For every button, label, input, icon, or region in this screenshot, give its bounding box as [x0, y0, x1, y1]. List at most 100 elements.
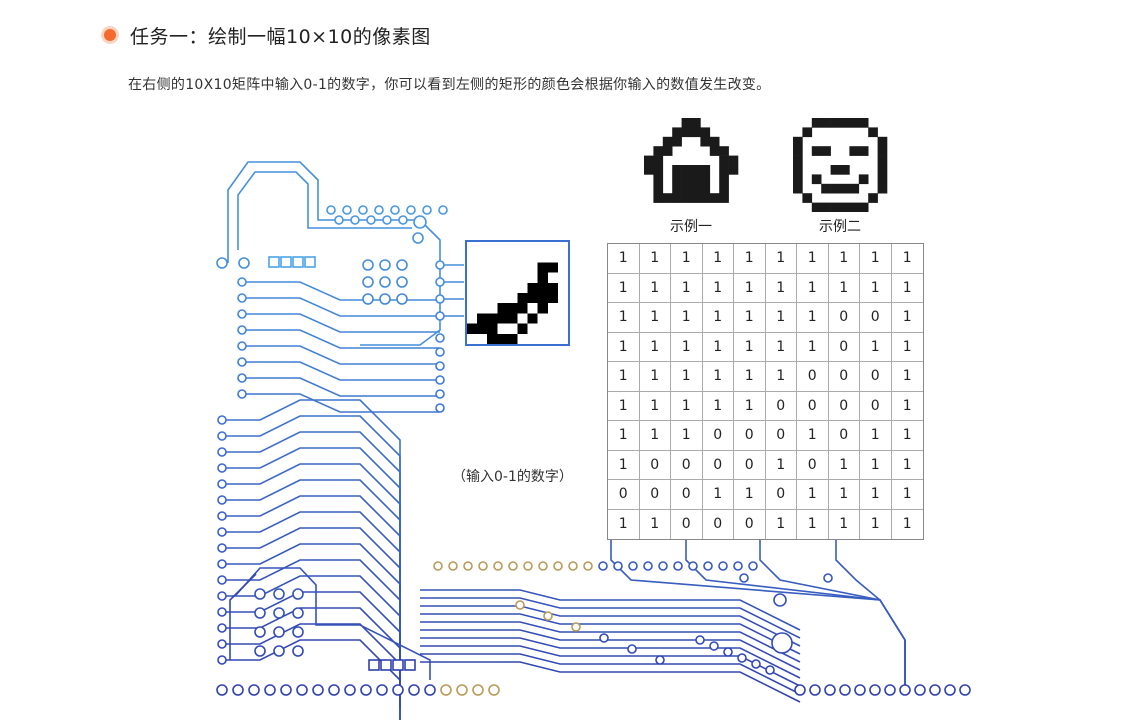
matrix-cell[interactable]: 1 — [608, 450, 640, 480]
matrix-cell[interactable]: 1 — [734, 244, 766, 274]
matrix-cell[interactable]: 0 — [734, 421, 766, 451]
matrix-cell[interactable]: 1 — [702, 332, 734, 362]
matrix-cell[interactable]: 1 — [671, 244, 703, 274]
matrix-cell[interactable]: 1 — [608, 244, 640, 274]
matrix-cell[interactable]: 1 — [671, 391, 703, 421]
matrix-cell[interactable]: 0 — [797, 450, 829, 480]
matrix-cell[interactable]: 1 — [765, 273, 797, 303]
matrix-cell[interactable]: 1 — [608, 391, 640, 421]
matrix-cell[interactable]: 0 — [860, 362, 892, 392]
matrix-cell[interactable]: 0 — [828, 362, 860, 392]
matrix-cell[interactable]: 1 — [765, 450, 797, 480]
matrix-cell[interactable]: 0 — [734, 509, 766, 539]
matrix-cell[interactable]: 0 — [608, 480, 640, 510]
matrix-cell[interactable]: 1 — [702, 303, 734, 333]
matrix-cell[interactable]: 1 — [860, 421, 892, 451]
matrix-cell[interactable]: 1 — [639, 421, 671, 451]
matrix-cell[interactable]: 1 — [734, 332, 766, 362]
matrix-cell[interactable]: 1 — [860, 450, 892, 480]
matrix-cell[interactable]: 0 — [765, 421, 797, 451]
matrix-cell[interactable]: 1 — [640, 509, 671, 539]
matrix-cell[interactable]: 1 — [702, 362, 734, 392]
matrix-cell[interactable]: 0 — [828, 421, 860, 451]
matrix-cell[interactable]: 1 — [734, 362, 766, 392]
matrix-cell[interactable]: 1 — [828, 450, 860, 480]
matrix-cell[interactable]: 0 — [797, 362, 829, 392]
matrix-cell[interactable]: 1 — [891, 451, 923, 480]
matrix-cell[interactable]: 1 — [608, 273, 640, 303]
matrix-cell[interactable]: 1 — [734, 391, 766, 421]
matrix-cell[interactable]: 0 — [639, 450, 671, 480]
matrix-cell[interactable]: 0 — [828, 332, 860, 362]
matrix-cell[interactable]: 1 — [891, 303, 923, 333]
matrix-cell[interactable]: 1 — [891, 421, 923, 451]
matrix-cell[interactable]: 1 — [765, 332, 797, 362]
matrix-cell[interactable]: 1 — [702, 480, 734, 510]
matrix-cell[interactable]: 1 — [639, 362, 671, 392]
matrix-cell[interactable]: 1 — [891, 333, 923, 362]
matrix-cell[interactable]: 1 — [639, 332, 671, 362]
matrix-cell[interactable]: 1 — [734, 480, 766, 510]
matrix-cell[interactable]: 1 — [639, 273, 671, 303]
matrix-cell[interactable]: 1 — [608, 332, 640, 362]
matrix-cell[interactable]: 1 — [891, 362, 923, 392]
matrix-cell[interactable]: 0 — [702, 421, 734, 451]
matrix-cell[interactable]: 0 — [828, 303, 860, 333]
matrix-cell[interactable]: 1 — [797, 273, 829, 303]
matrix-cell[interactable]: 1 — [608, 421, 640, 451]
matrix-cell[interactable]: 1 — [829, 509, 860, 539]
matrix-cell[interactable]: 1 — [902, 516, 912, 533]
matrix-cell[interactable]: 1 — [891, 244, 923, 274]
matrix-cell[interactable]: 1 — [765, 244, 797, 274]
matrix-cell[interactable]: 1 — [702, 273, 734, 303]
matrix-cell[interactable]: 1 — [891, 480, 923, 510]
matrix-cell[interactable]: 1 — [639, 244, 671, 274]
matrix-cell[interactable]: 1 — [734, 303, 766, 333]
matrix-cell[interactable]: 1 — [608, 509, 640, 539]
matrix-cell[interactable]: 0 — [671, 480, 703, 510]
matrix-cell[interactable]: 1 — [860, 509, 892, 539]
matrix-cell[interactable]: 1 — [797, 509, 829, 539]
matrix-cell[interactable]: 1 — [639, 391, 671, 421]
matrix-cell[interactable]: 1 — [766, 509, 797, 539]
matrix-cell[interactable]: 0 — [828, 391, 860, 421]
matrix-cell[interactable]: 1 — [891, 274, 923, 303]
matrix-cell[interactable]: 1 — [608, 303, 640, 333]
matrix-cell[interactable]: 0 — [860, 303, 892, 333]
matrix-cell[interactable]: 1 — [797, 480, 829, 510]
matrix-cell[interactable]: 1 — [671, 273, 703, 303]
matrix-cell[interactable]: 0 — [671, 509, 703, 539]
matrix-cell[interactable]: 1 — [797, 303, 829, 333]
matrix-cell[interactable]: 0 — [702, 450, 734, 480]
matrix-cell[interactable]: 1 — [608, 362, 640, 392]
matrix-cell[interactable]: 1 — [860, 273, 892, 303]
matrix-cell[interactable]: 0 — [765, 391, 797, 421]
matrix-cell[interactable]: 1 — [797, 332, 829, 362]
matrix-cell[interactable]: 1 — [860, 480, 892, 510]
matrix-cell[interactable]: 1 — [671, 362, 703, 392]
matrix-cell[interactable]: 1 — [797, 244, 829, 274]
matrix-cell[interactable]: 1 — [860, 244, 892, 274]
matrix-cell[interactable]: 0 — [765, 480, 797, 510]
matrix-cell[interactable]: 1 — [671, 303, 703, 333]
matrix-cell[interactable]: 1 — [765, 303, 797, 333]
matrix-cell[interactable]: 1 — [671, 332, 703, 362]
matrix-cell[interactable]: 1 — [765, 362, 797, 392]
matrix-cell[interactable]: 0 — [639, 480, 671, 510]
matrix-cell[interactable]: 1 — [671, 421, 703, 451]
matrix-cell[interactable]: 0 — [703, 509, 734, 539]
matrix-cell[interactable]: 1 — [828, 273, 860, 303]
matrix-cell[interactable]: 0 — [734, 450, 766, 480]
matrix-cell[interactable]: 0 — [797, 391, 829, 421]
matrix-cell[interactable]: 1 — [702, 391, 734, 421]
matrix-cell[interactable]: 0 — [671, 450, 703, 480]
matrix-cell[interactable]: 1 — [891, 392, 923, 421]
matrix-cell[interactable]: 1 — [734, 273, 766, 303]
matrix-cell[interactable]: 0 — [860, 391, 892, 421]
matrix-cell[interactable]: 1 — [828, 480, 860, 510]
matrix-cell[interactable]: 1 — [797, 421, 829, 451]
matrix-cell[interactable]: 1 — [702, 244, 734, 274]
matrix-cell[interactable]: 1 — [828, 244, 860, 274]
matrix-cell[interactable]: 1 — [639, 303, 671, 333]
matrix-cell[interactable]: 1 — [860, 332, 892, 362]
